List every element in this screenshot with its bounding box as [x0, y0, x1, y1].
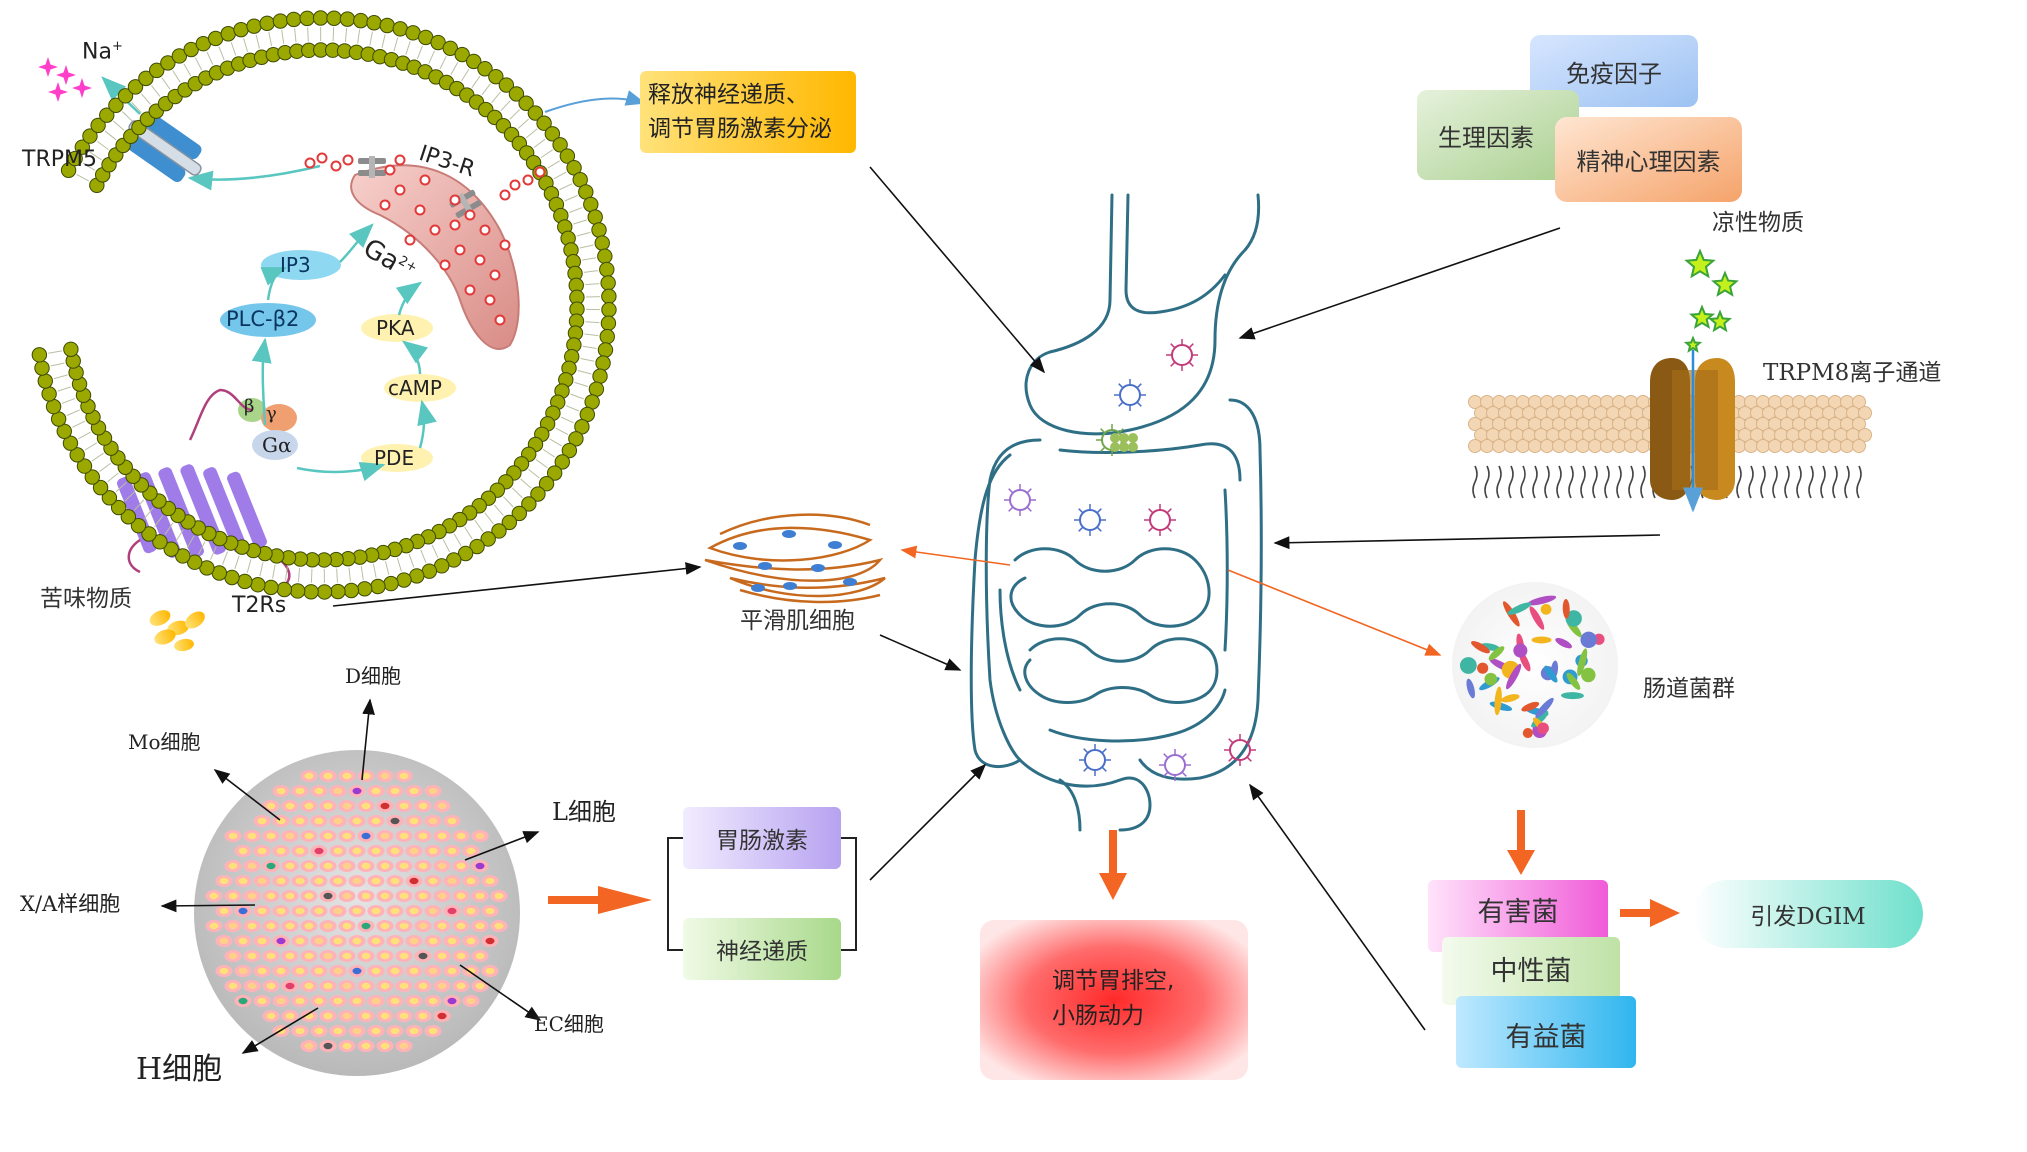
cold-substance-label: 凉性物质 [1712, 212, 1804, 235]
trpm5-label: TRPM5 [22, 149, 97, 171]
na-label: Na+ [82, 40, 123, 63]
beta-label: β [244, 398, 254, 416]
immune-text: 免疫因子 [1530, 35, 1698, 107]
ec-cell-label: EC细胞 [534, 1014, 604, 1034]
trpm8-label: TRPM8离子通道 [1763, 362, 1941, 385]
harmful-text: 有害菌 [1428, 880, 1608, 938]
na-text: Na [82, 39, 112, 64]
neutral-text: 中性菌 [1442, 937, 1620, 999]
t2rs-label: T2Rs [232, 595, 286, 617]
na-charge: + [112, 39, 123, 54]
microbiota-label: 肠道菌群 [1643, 678, 1735, 701]
result-line1: 调节胃排空, [1052, 970, 1174, 993]
l-cell-label: L细胞 [552, 800, 616, 824]
d-cell-label: D细胞 [345, 666, 401, 686]
hormone-text: 胃肠激素 [683, 807, 841, 869]
cold-substance-stars [1686, 251, 1736, 351]
mo-cell-label: Mo细胞 [128, 732, 201, 752]
gut-microbes [1004, 339, 1256, 781]
digestive-tract [971, 195, 1261, 830]
bitter-label: 苦味物质 [40, 588, 132, 611]
plc-label: PLC-β2 [226, 309, 299, 330]
physio-text: 生理因素 [1417, 90, 1555, 180]
camp-label: cAMP [388, 378, 442, 398]
h-cell-label: H细胞 [136, 1055, 222, 1085]
psych-text: 精神心理因素 [1555, 117, 1742, 202]
bracket-right [841, 838, 856, 950]
release-line2: 调节胃肠激素分泌 [648, 118, 832, 141]
gamma-label: γ [266, 405, 277, 423]
result-line2: 小肠动力 [1052, 1005, 1144, 1028]
neuro-text: 神经递质 [683, 918, 841, 980]
smooth-muscle-label: 平滑肌细胞 [740, 610, 855, 633]
release-line1: 释放神经递质、 [648, 84, 809, 107]
bracket-left [668, 838, 683, 950]
cell-membrane [32, 11, 616, 599]
beneficial-text: 有益菌 [1456, 1000, 1636, 1068]
result-box [980, 920, 1248, 1080]
smooth-muscle-cells [705, 515, 885, 602]
ip3-label: IP3 [280, 255, 311, 275]
pka-label: PKA [376, 318, 415, 338]
pde-label: PDE [374, 448, 414, 468]
xa-cell-label: X/A样细胞 [20, 894, 120, 915]
dgim-text: 引发DGIM [1693, 880, 1923, 948]
galpha-label: Gα [262, 435, 291, 455]
